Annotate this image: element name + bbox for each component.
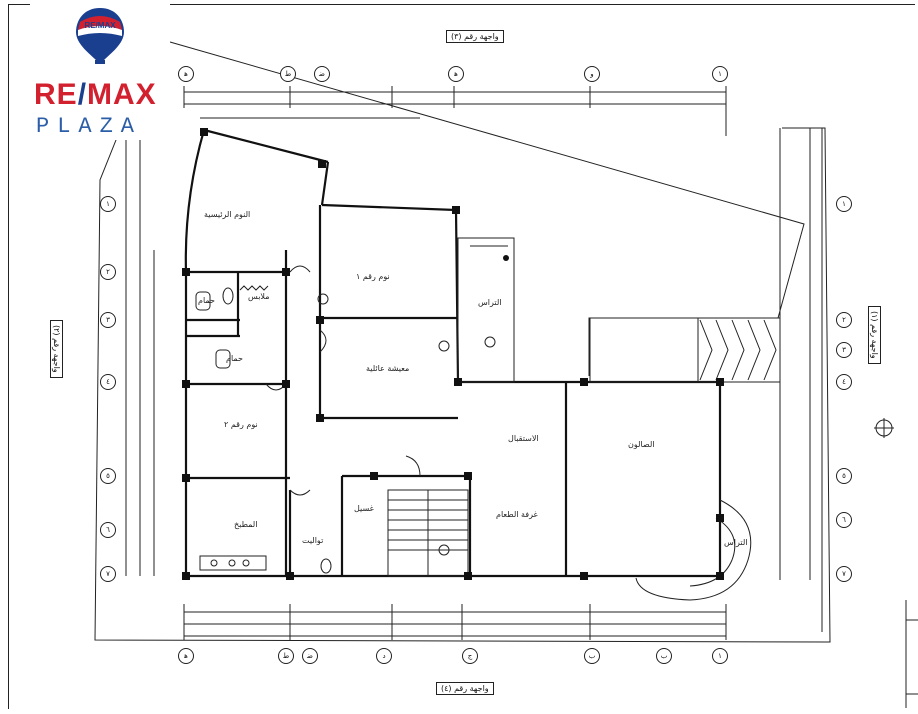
grid-bubble-right: ٢ [836,312,852,328]
grid-bubble-left: ٤ [100,374,116,390]
grid-bubble-top: ط [280,66,296,82]
room-label-master-bedroom: النوم الرئيسية [204,210,251,219]
grid-bubble-top: ﺿ [314,66,330,82]
grid-bubble-left: ٣ [100,312,116,328]
grid-bubble-right: ٧ [836,566,852,582]
room-label-bedroom-1: نوم رقم ١ [356,272,390,281]
grid-bubble-left: ٢ [100,264,116,280]
grid-bubble-right: ٤ [836,374,852,390]
grid-bubble-bottom: ﺩ [376,648,392,664]
room-label-bath-2: حمام [226,354,243,363]
grid-bubble-bottom: ﻫ [178,648,194,664]
facade-label-right: واجهة رقم (١) [868,306,881,364]
grid-bubble-top: ﻫ [448,66,464,82]
room-label-living: معيشة عائلية [366,364,410,373]
balloon-text: RE/MAX [84,21,116,30]
grid-bubble-bottom: ﺿ [302,648,318,664]
room-label-bath-1: حمام [198,296,215,305]
grid-bubble-right: ٦ [836,512,852,528]
room-label-salon: الصالون [628,440,655,449]
grid-bubble-left: ١ [100,196,116,212]
room-label-toilet: تواليت [302,536,324,545]
grid-bubble-left: ٧ [100,566,116,582]
room-label-laundry: غسيل [354,504,374,513]
room-label-dressing: ملابس [248,292,270,301]
grid-bubble-right: ٥ [836,468,852,484]
room-label-terrace-right: التراس [724,538,748,547]
sheet-border [8,4,915,709]
grid-bubble-left: ٦ [100,522,116,538]
remax-plaza-logo: RE/MAX RE/MAX PLAZA [30,0,170,140]
room-label-dining: غرفة الطعام [496,510,538,519]
room-label-terrace-top: التراس [478,298,502,307]
logo-brand: RE/MAX [34,78,157,111]
grid-bubble-top: ١ [712,66,728,82]
facade-label-bottom: واجهة رقم (٤) [436,682,494,695]
room-label-reception: الاستقبال [508,434,539,443]
grid-bubble-bottom: ﺏ [584,648,600,664]
grid-bubble-left: ٥ [100,468,116,484]
logo-subtitle: PLAZA [36,114,143,139]
grid-bubble-top: ﻭ [584,66,600,82]
grid-bubble-top: ﻫ [178,66,194,82]
grid-bubble-bottom: ﺏ [656,648,672,664]
grid-bubble-right: ١ [836,196,852,212]
room-label-kitchen: المطبخ [234,520,258,529]
grid-bubble-bottom: ط [278,648,294,664]
grid-bubble-right: ٣ [836,342,852,358]
grid-bubble-bottom: ﺝ [462,648,478,664]
facade-label-left: واجهة رقم (٢) [50,320,63,378]
facade-label-top: واجهة رقم (٣) [446,30,504,43]
hot-air-balloon-icon: RE/MAX [76,8,124,64]
north-arrow-icon [874,418,894,438]
grid-bubble-bottom: ١ [712,648,728,664]
room-label-bedroom-2: نوم رقم ٢ [224,420,258,429]
